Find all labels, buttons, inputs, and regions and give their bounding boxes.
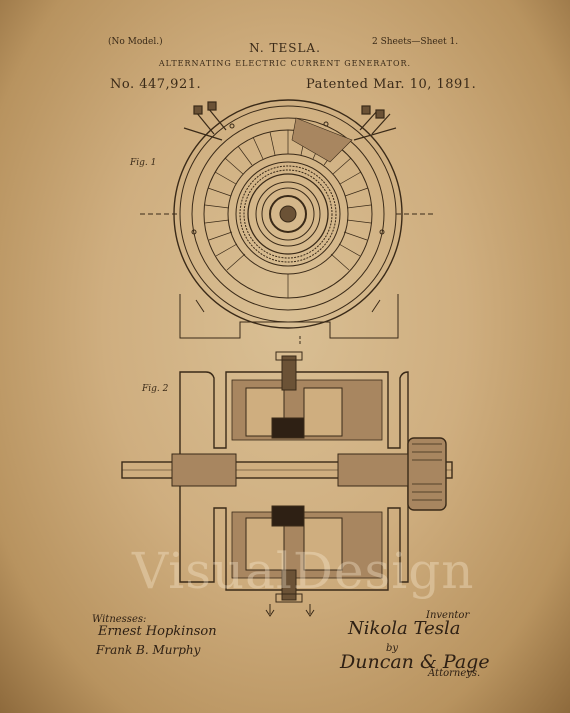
watermark: VisualDesign [132,542,475,600]
attorneys-label: Attorneys. [428,668,481,679]
sheet-count: 2 Sheets—Sheet 1. [372,37,459,47]
witness-signature-1: Ernest Hopkinson [98,624,217,639]
witness-signature-2: Frank B. Murphy [96,643,201,657]
patent-date: Patented Mar. 10, 1891. [306,77,477,92]
patent-title: ALTERNATING ELECTRIC CURRENT GENERATOR. [158,59,412,68]
fig1-label: Fig. 1 [130,158,157,168]
inventor-name: N. TESLA. [249,41,321,55]
fig1-end-view [140,99,436,339]
attorneys-signature: Duncan & Page [340,651,490,673]
inventor-label: Inventor [426,610,470,621]
patent-number: No. 447,921. [110,77,202,92]
model-note: (No Model.) [108,37,163,47]
inventor-signature: Nikola Tesla [348,618,461,639]
witnesses-label: Witnesses: [92,614,147,625]
fig2-label: Fig. 2 [142,384,169,394]
fig2-section-view [121,336,453,617]
by-label: by [386,643,399,654]
